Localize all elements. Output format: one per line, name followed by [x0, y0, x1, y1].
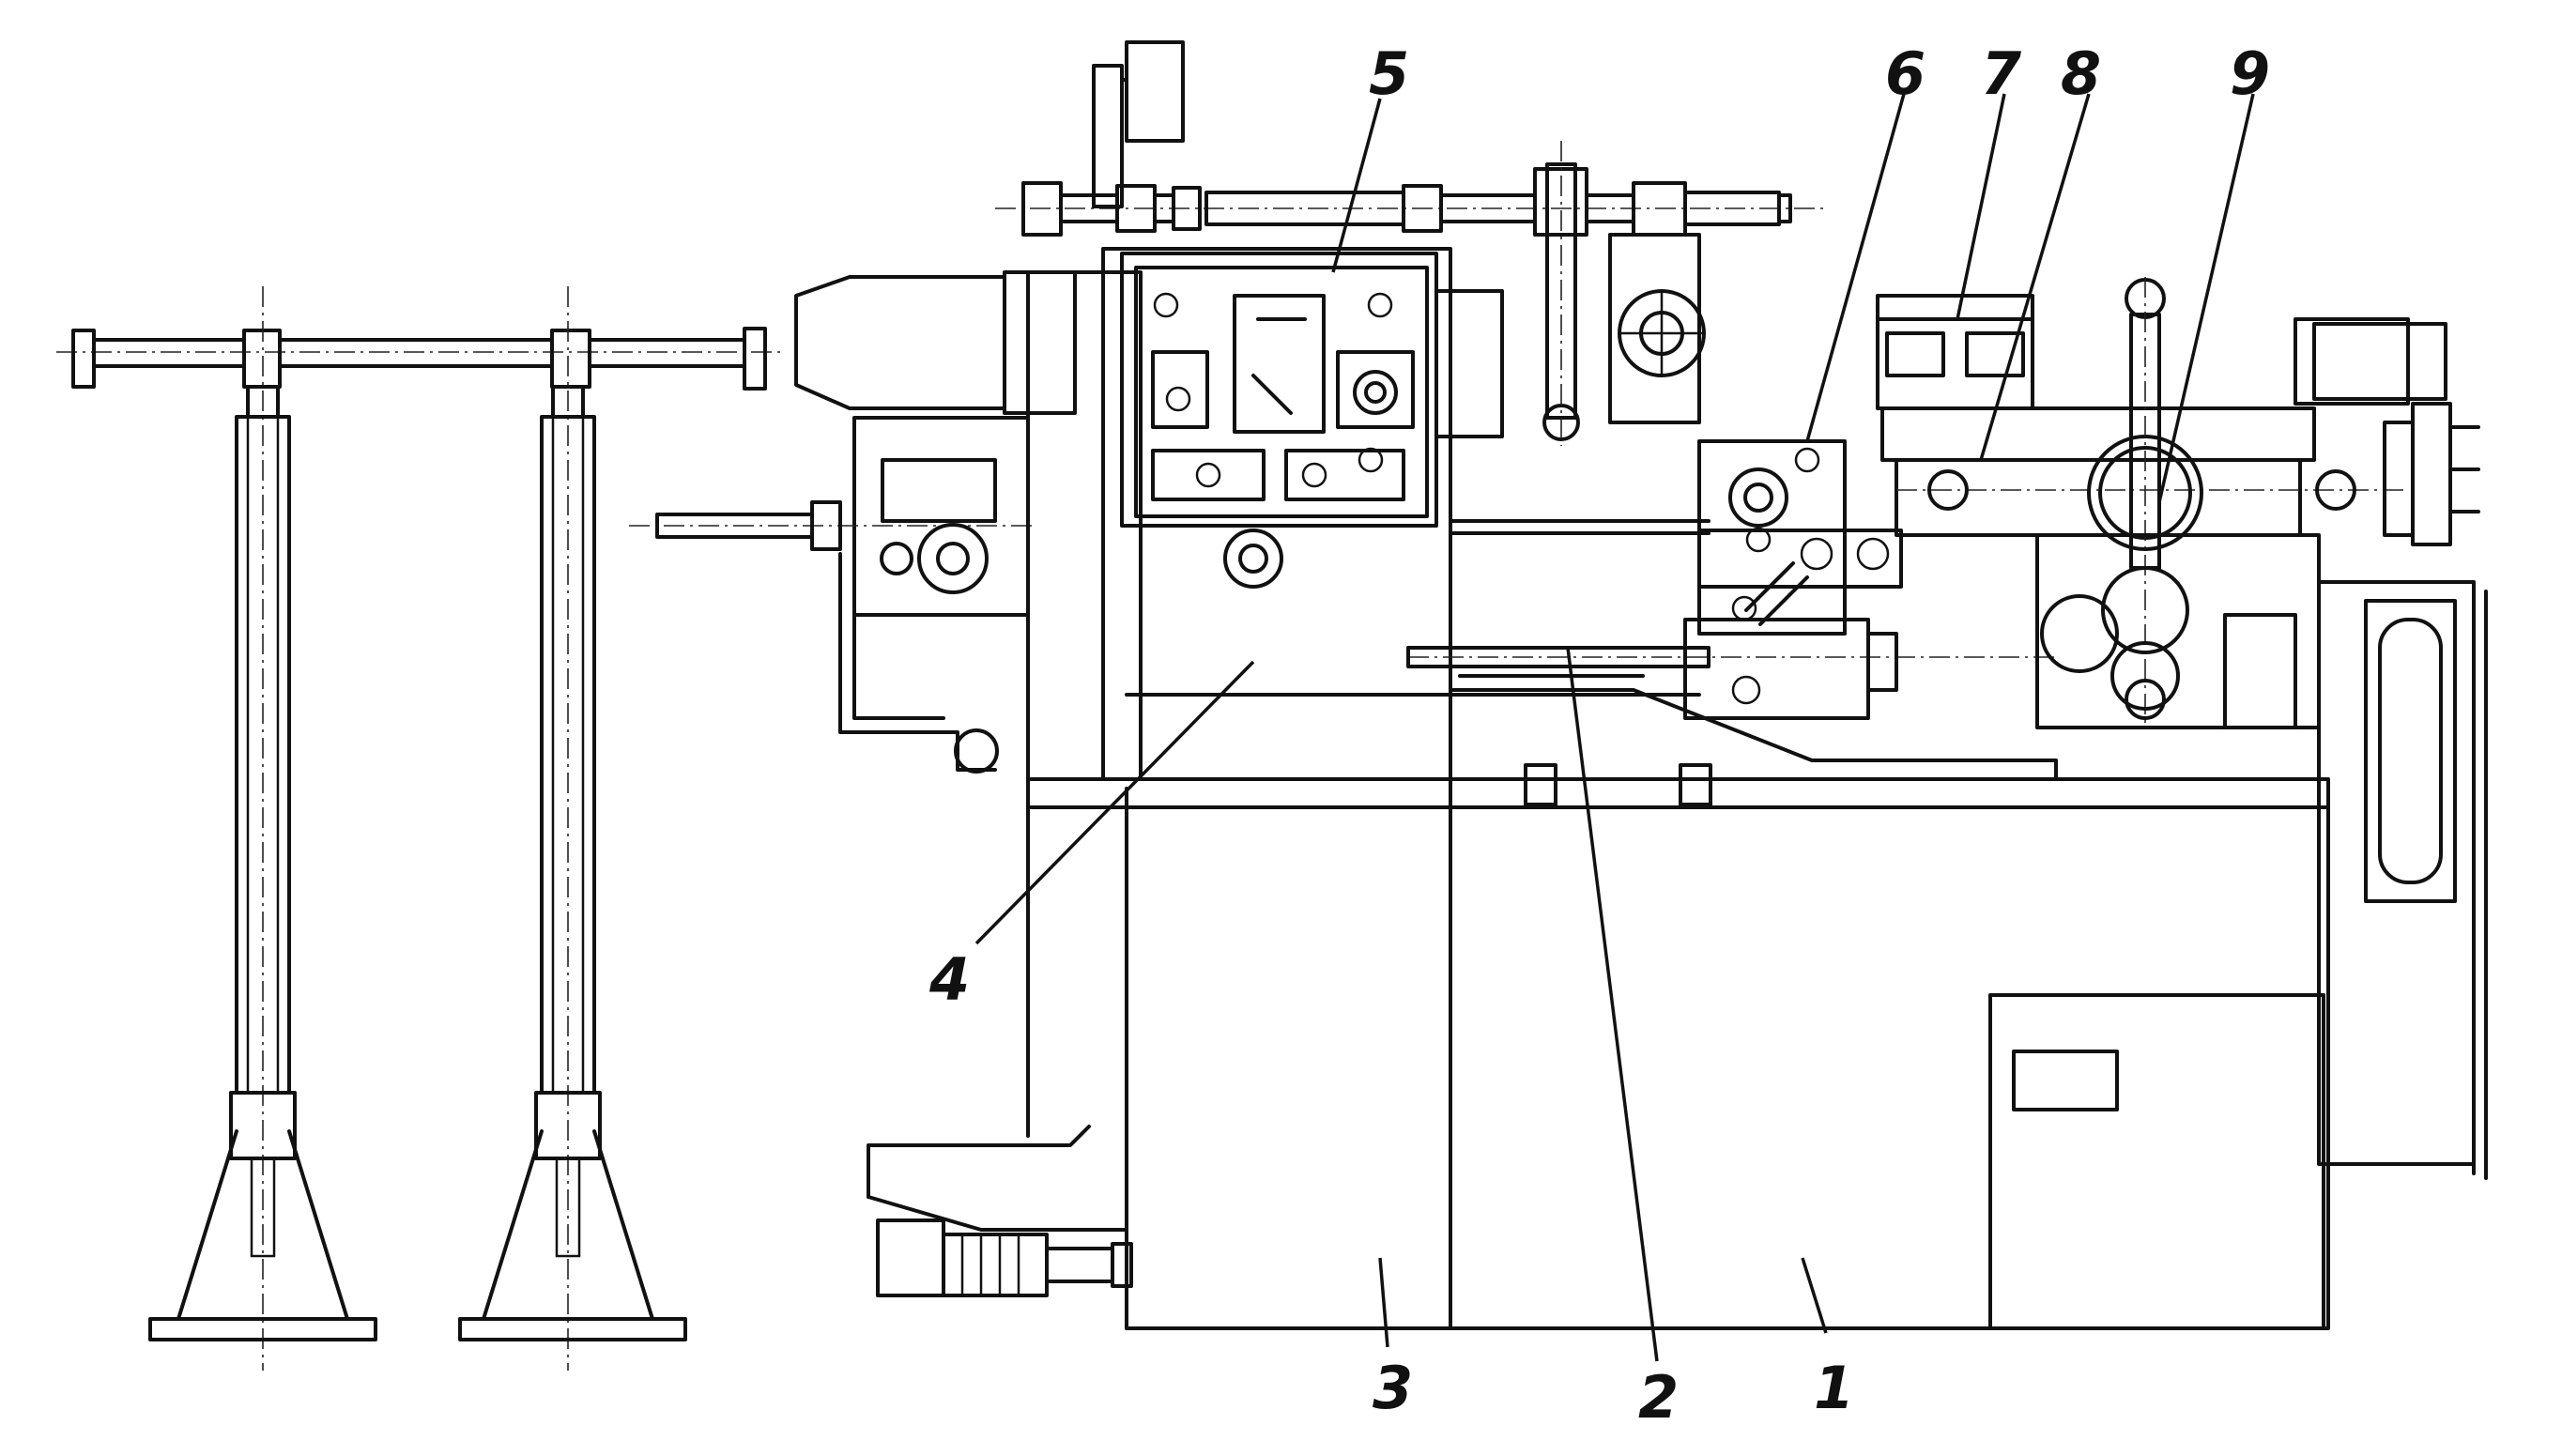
bar-stand-left: [148, 286, 377, 1371]
bar-stock-support: [56, 286, 784, 1371]
tool-holder: [1683, 439, 1903, 720]
label-2: 2: [1638, 1363, 1679, 1432]
label-4: 4: [928, 945, 970, 1014]
label-1: 1: [1814, 1354, 1854, 1422]
control-panel: [1120, 252, 1438, 528]
label-5: 5: [1369, 39, 1409, 108]
cross-slide: [1406, 519, 2056, 697]
part-labels: 1 2 3 4 5 6 7 8 9: [928, 39, 2270, 1432]
drive-motor: [867, 1125, 1133, 1297]
label-3: 3: [1373, 1354, 1413, 1422]
label-7: 7: [1981, 39, 2022, 108]
leader-lines: [974, 93, 2255, 1362]
label-6: 6: [1885, 39, 1925, 108]
machine-body: [1026, 247, 2330, 1330]
top-shaft: [995, 40, 1826, 446]
turret-assembly: [1876, 277, 2488, 1180]
bar-stand-right: [458, 286, 687, 1371]
label-8: 8: [2061, 39, 2101, 108]
feed-mechanism: [629, 270, 1077, 774]
label-9: 9: [2230, 39, 2270, 108]
